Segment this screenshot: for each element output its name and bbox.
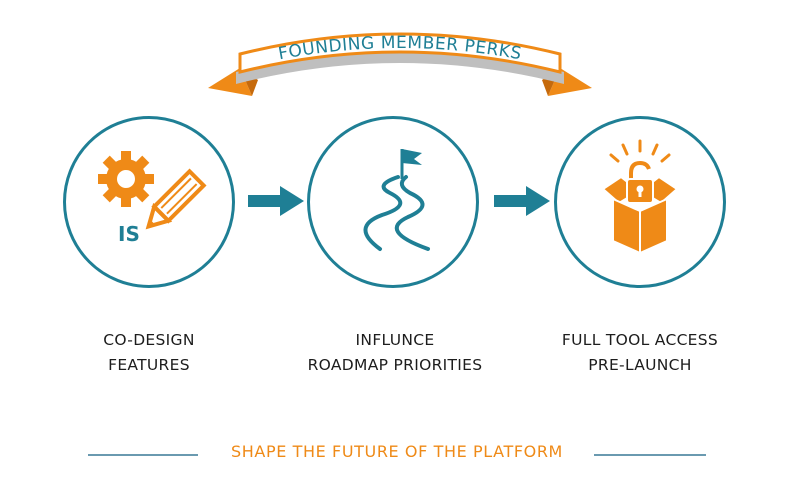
caption-line: INFLUNCE [355,331,435,349]
caption-line: PRE-LAUNCH [588,356,692,374]
arrow-right-icon [494,186,550,216]
caption-line: ROADMAP PRIORITIES [307,356,483,374]
caption-line: FEATURES [108,356,190,374]
step-caption-tool-access: FULL TOOL ACCESS PRE-LAUNCH [520,328,760,378]
footer-tagline: SHAPE THE FUTURE OF THE PLATFORM [231,442,563,461]
step-circle-roadmap [307,116,479,288]
banner-ribbon: FOUNDING MEMBER PERKS [208,32,592,96]
arrow-right-icon [248,186,304,216]
winding-road-flag-icon [363,149,430,251]
footer-divider-left [88,454,198,456]
unlocked-box-icon [601,139,679,255]
step-caption-co-design: CO-DESIGN FEATURES [29,328,269,378]
step-icon-text: IS [118,222,140,246]
step-caption-roadmap: INFLUNCE ROADMAP PRIORITIES [275,328,515,378]
caption-line: CO-DESIGN [103,331,195,349]
step-circle-co-design: IS [63,116,235,288]
footer-divider-right [594,454,706,456]
gear-pencil-icon: IS [98,151,207,246]
step-circle-tool-access [554,116,726,288]
caption-line: FULL TOOL ACCESS [561,331,719,349]
